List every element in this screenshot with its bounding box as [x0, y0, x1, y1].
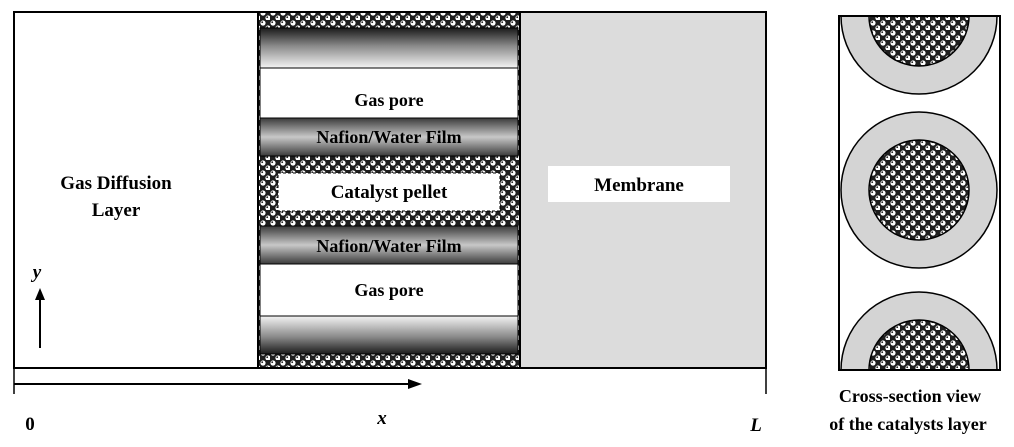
cross-section-pellet-top: [840, 16, 998, 95]
nafion-film-top-label: Nafion/Water Film: [316, 127, 461, 147]
main-cell: [13, 11, 767, 369]
y-axis-label: y: [31, 262, 42, 283]
x-axis-arrow: [14, 379, 422, 389]
membrane-label: Membrane: [594, 175, 684, 196]
catalyst-pellet-region: [277, 172, 501, 212]
cross-section-view: [838, 15, 1001, 371]
catalyst-pellet-label: Catalyst pellet: [331, 182, 448, 203]
cross-section-caption-line1: Cross-section view: [839, 386, 981, 406]
nafion-film-bottom-region: [259, 225, 519, 265]
nafion-film-bottom-label: Nafion/Water Film: [316, 236, 461, 256]
catalyst-layer-column: [257, 11, 521, 369]
gas-diffusion-layer-region: [13, 11, 259, 369]
gas-pore-top-label: Gas pore: [354, 90, 423, 110]
cross-section-pellet-middle: [840, 111, 998, 269]
y-axis-arrow: [35, 288, 45, 348]
cross-section-pellet-bottom: [840, 291, 998, 370]
origin-label: 0: [25, 414, 35, 435]
gas-pore-bottom-label: Gas pore: [354, 280, 423, 300]
membrane-label-box: [548, 166, 730, 202]
film-band-bottom: [259, 315, 519, 355]
film-band-top: [259, 27, 519, 69]
x-axis-label: x: [376, 408, 387, 429]
nafion-film-top-region: [259, 117, 519, 157]
gas-diffusion-label-line2: Layer: [92, 200, 141, 221]
gas-pore-bottom-region: [259, 263, 519, 317]
gas-diffusion-label-line1: Gas Diffusion: [60, 173, 172, 194]
cross-section-caption-line2: of the catalysts layer: [829, 414, 986, 434]
length-label: L: [749, 415, 762, 436]
